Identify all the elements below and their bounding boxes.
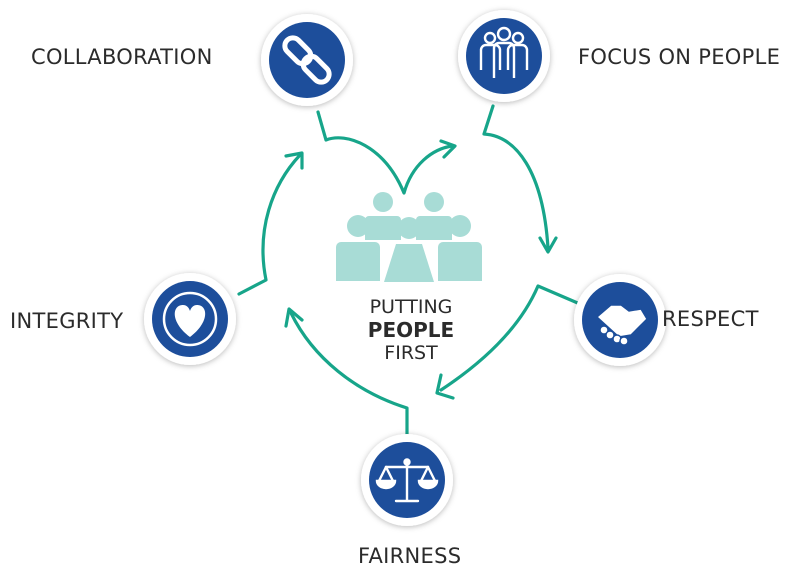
label-integrity: INTEGRITY	[10, 309, 124, 333]
people-group-illustration	[336, 192, 482, 282]
people-group-icon	[479, 26, 529, 78]
center-caption-line1: PUTTING	[369, 296, 453, 318]
arrowhead-integrity-to-collaboration	[284, 151, 304, 170]
arrow-integrity-to-collaboration	[237, 153, 302, 296]
center-caption: PUTTING PEOPLE FIRST	[355, 296, 467, 365]
arrowhead-focus-to-respect	[538, 236, 558, 254]
chain-link-icon	[282, 35, 332, 85]
arrow-fairness-to-integrity	[289, 311, 409, 436]
handshake-icon	[595, 304, 648, 346]
arrowhead-fairness-to-integrity	[284, 307, 304, 328]
node-collaboration	[261, 14, 353, 106]
heart-icon	[162, 291, 218, 347]
arrowhead-collaboration-to-focus	[439, 139, 457, 159]
center-caption-line3: FIRST	[384, 342, 438, 364]
heart-cycle-arrows	[237, 104, 582, 436]
arrow-respect-to-fairness	[439, 284, 582, 392]
node-respect	[574, 274, 666, 366]
arrow-focus-to-respect	[482, 104, 550, 250]
node-focus-on-people	[458, 10, 550, 102]
arrow-collaboration-to-focus	[316, 110, 454, 195]
center-caption-line2: PEOPLE	[367, 318, 455, 342]
arrowhead-respect-to-fairness	[435, 373, 455, 400]
label-fairness: FAIRNESS	[358, 544, 462, 568]
node-integrity	[144, 273, 236, 365]
label-collaboration: COLLABORATION	[31, 45, 213, 69]
scales-icon	[375, 458, 439, 503]
node-fairness	[361, 434, 453, 526]
label-respect: RESPECT	[662, 307, 759, 331]
label-focus-on-people: FOCUS ON PEOPLE	[578, 45, 781, 69]
